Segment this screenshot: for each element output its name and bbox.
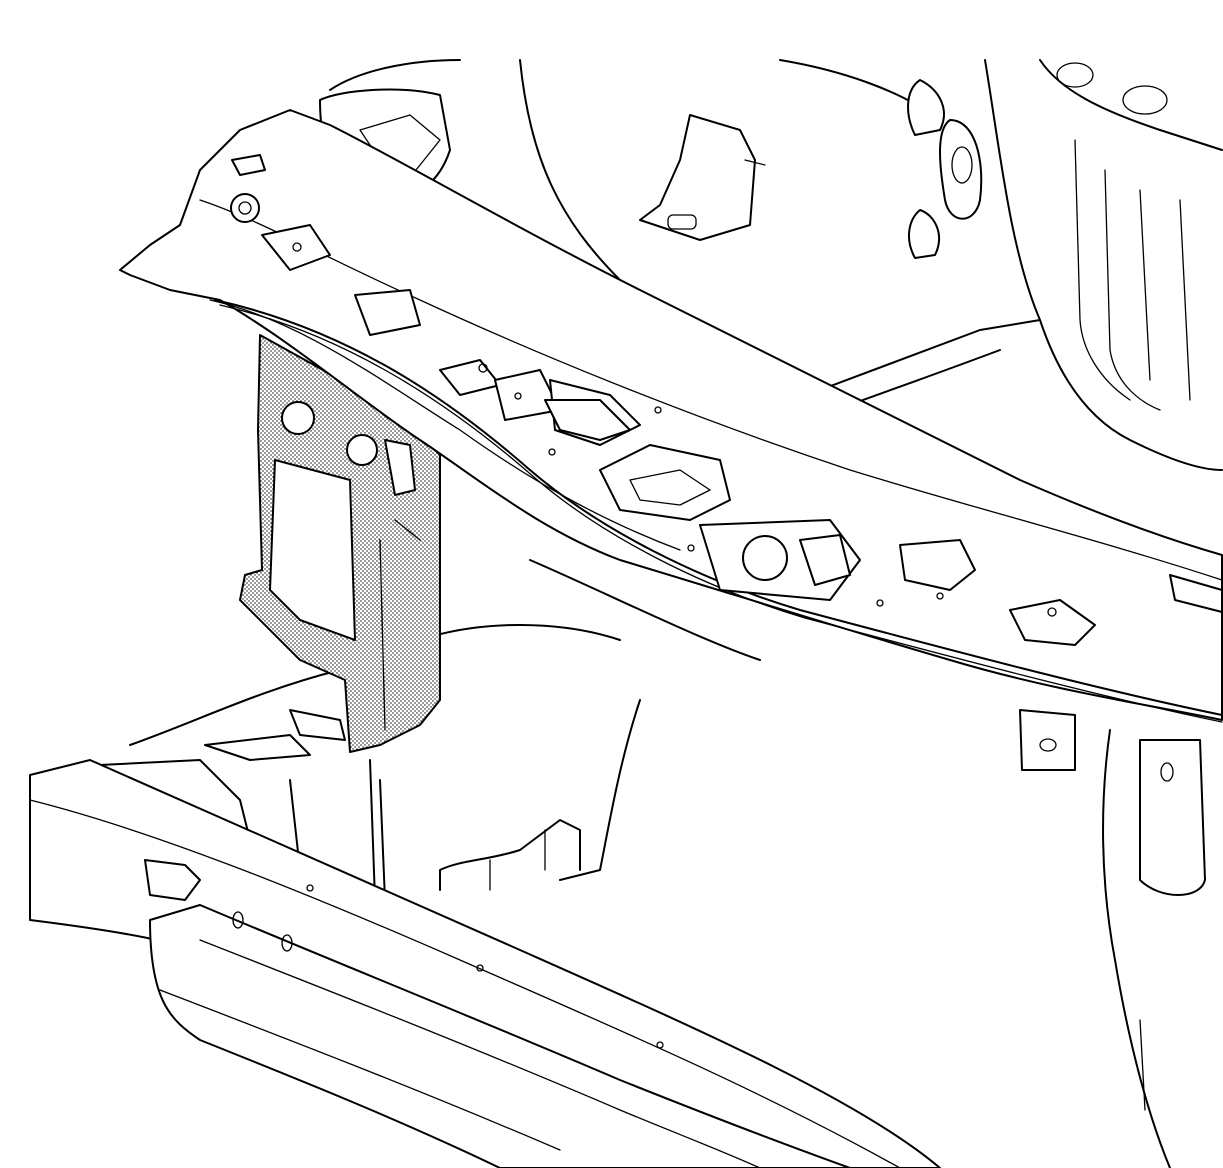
radiator-support-crossbar [119,109,1223,723]
bumper-reinforcement [29,759,941,1168]
